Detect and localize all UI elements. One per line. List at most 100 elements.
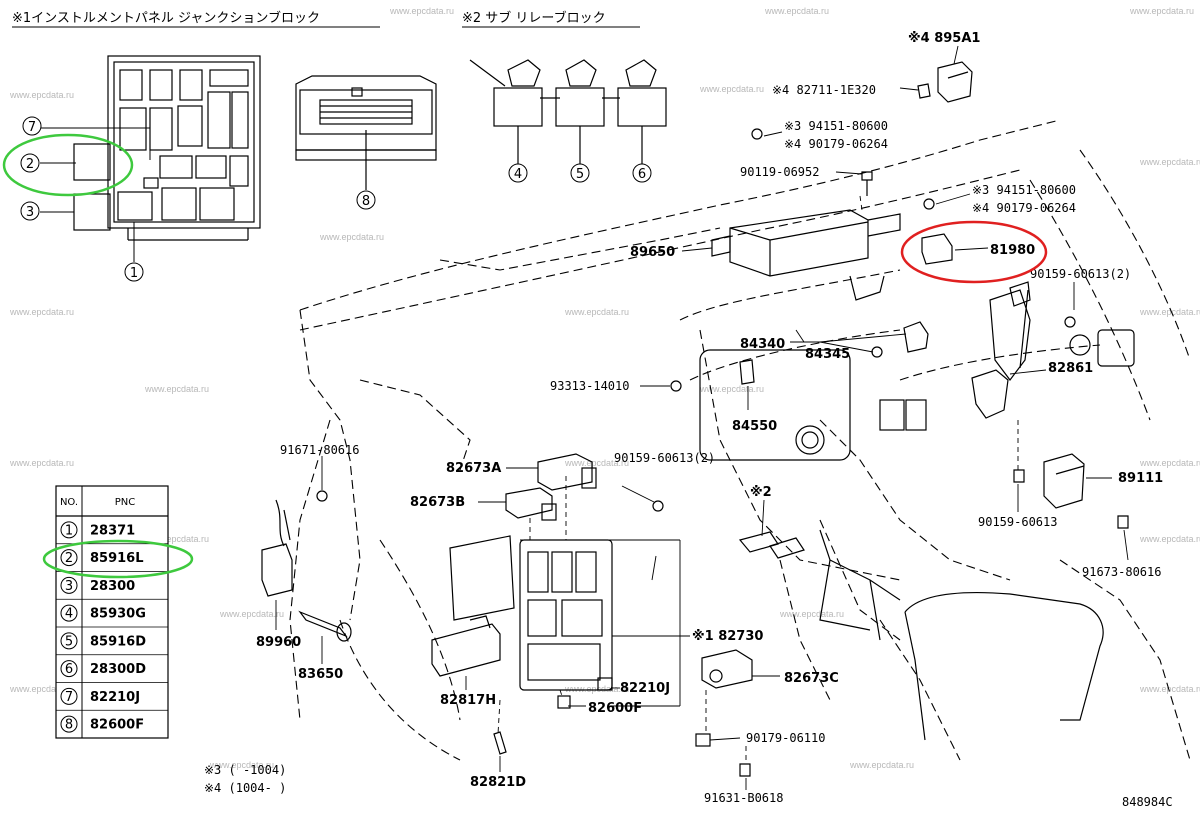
watermark: www.epcdata.ru: [219, 609, 284, 619]
watermark: www.epcdata.ru: [9, 90, 74, 100]
part-graphics: [261, 61, 1129, 777]
red-highlight-81980: [900, 220, 1048, 284]
table-header-pnc: PNC: [115, 497, 136, 508]
console-outline: [699, 289, 1135, 741]
junction-block-inset: [73, 55, 261, 241]
label-94151-80600-a: ※3 94151-80600: [784, 119, 888, 133]
label-90159-60613-2-b: 90159-60613(2): [614, 451, 715, 465]
watermark: www.epcdata.ru: [144, 534, 209, 544]
label-82711-1E320: ※4 82711-1E320: [772, 83, 876, 97]
watermark: www.epcdata.ru: [1139, 458, 1200, 468]
watermark: www.epcdata.ru: [779, 609, 844, 619]
table-row-no: 7: [65, 690, 73, 705]
label-90179-06264-a: ※4 90179-06264: [784, 137, 888, 151]
green-highlight-callout-2: [2, 133, 134, 197]
table-row-pnc: 85930G: [90, 607, 146, 622]
svg-text:3: 3: [26, 205, 34, 220]
table-row-no: 5: [65, 634, 73, 649]
table-header-no: NO.: [60, 497, 78, 508]
table-row-pnc: 85916D: [90, 634, 146, 649]
table-row-no-circle: [60, 549, 78, 567]
label-93313-14010: 93313-14010: [550, 379, 629, 393]
label-90159-60613-2-a: 90159-60613(2): [1030, 267, 1131, 281]
label-89111: 89111: [1118, 471, 1163, 486]
callout-3: 3: [20, 201, 40, 221]
watermark: www.epcdata.ru: [9, 458, 74, 468]
watermark: www.epcdata.ru: [389, 6, 454, 16]
callout-7: 7: [22, 116, 42, 136]
table-row-pnc: 82210J: [90, 690, 140, 705]
header-sub-relay-block: ※2 サブ リレーブロック: [462, 10, 606, 26]
svg-text:4: 4: [514, 167, 522, 182]
table-row-pnc: 28300D: [90, 662, 146, 677]
label-82673A: 82673A: [446, 461, 501, 476]
table-row-no-circle: [60, 632, 78, 650]
watermark: www.epcdata.ru: [764, 6, 829, 16]
dashboard-outline: [289, 119, 1191, 761]
drawing-id: 848984C: [1122, 795, 1173, 809]
table-row-no-circle: [60, 604, 78, 622]
table-row-pnc: 82600F: [90, 718, 144, 733]
svg-text:6: 6: [638, 167, 646, 182]
label-89650: 89650: [630, 245, 675, 260]
label-90119-06952: 90119-06952: [740, 165, 819, 179]
note-3: ※3 ( -1004): [204, 763, 286, 777]
note-4: ※4 (1004- ): [204, 781, 286, 795]
svg-text:7: 7: [28, 120, 36, 135]
label-91671-80616: 91671-80616: [280, 443, 359, 457]
label-89960: 89960: [256, 635, 301, 650]
label-82210J: 82210J: [620, 681, 670, 696]
table-row-no: 1: [65, 523, 73, 538]
table-row-no-circle: [60, 660, 78, 678]
watermark: www.epcdata.ru: [1139, 684, 1200, 694]
label-82817H: 82817H: [440, 693, 496, 708]
watermark: www.epcdata.ru: [564, 684, 629, 694]
leader-lines: [275, 45, 1129, 790]
callout-2: 2: [20, 153, 40, 173]
label-90179-06110: 90179-06110: [746, 731, 825, 745]
label-82600F: 82600F: [588, 701, 642, 716]
watermark: www.epcdata.ru: [699, 384, 764, 394]
label-81980: 81980: [990, 243, 1035, 258]
table-row-no: 8: [65, 718, 73, 733]
callout-6: 6: [632, 163, 652, 183]
label-82673C: 82673C: [784, 671, 839, 686]
table-row-no: 4: [65, 607, 73, 622]
connector-module-inset: [295, 75, 437, 190]
table-row-no-circle: [60, 715, 78, 733]
header-junction-block: ※1インストルメントパネル ジャンクションブロック: [12, 10, 320, 26]
svg-text:1: 1: [130, 266, 138, 281]
table-row-no-circle: [60, 576, 78, 594]
callout-8: 8: [356, 190, 376, 210]
watermark: www.epcdata.ru: [319, 232, 384, 242]
label-sub-relay-ref: ※2: [750, 485, 772, 500]
table-row-no-circle: [60, 687, 78, 705]
callout-1: 1: [124, 262, 144, 282]
watermark: www.epcdata.ru: [1129, 6, 1194, 16]
label-90159-60613: 90159-60613: [978, 515, 1057, 529]
table-row-no: 6: [65, 662, 73, 677]
callout-5: 5: [570, 163, 590, 183]
watermark: www.epcdata.ru: [849, 760, 914, 770]
label-94151-80600-b: ※3 94151-80600: [972, 183, 1076, 197]
watermark: www.epcdata.ru: [144, 384, 209, 394]
green-highlight-row-2: [42, 539, 194, 579]
dashed-leaders: [497, 195, 1019, 764]
callout-4: 4: [508, 163, 528, 183]
table-row-no-circle: [60, 521, 78, 539]
table-row-pnc: 28300: [90, 579, 135, 594]
watermarks: www.epcdata.ru www.epcdata.ru www.epcdat…: [9, 6, 1200, 770]
watermark: www.epcdata.ru: [1139, 157, 1200, 167]
part-labels: ※4 895A1 ※4 82711-1E320 ※3 94151-80600 ※…: [256, 31, 1163, 805]
label-82821D: 82821D: [470, 775, 526, 790]
label-895A1: ※4 895A1: [908, 31, 980, 46]
watermark: www.epcdata.ru: [9, 684, 74, 694]
watermark: www.epcdata.ru: [1139, 534, 1200, 544]
table-row-no: 3: [65, 579, 73, 594]
label-82861: 82861: [1048, 361, 1093, 376]
watermark: www.epcdata.ru: [564, 458, 629, 468]
svg-text:8: 8: [362, 194, 370, 209]
